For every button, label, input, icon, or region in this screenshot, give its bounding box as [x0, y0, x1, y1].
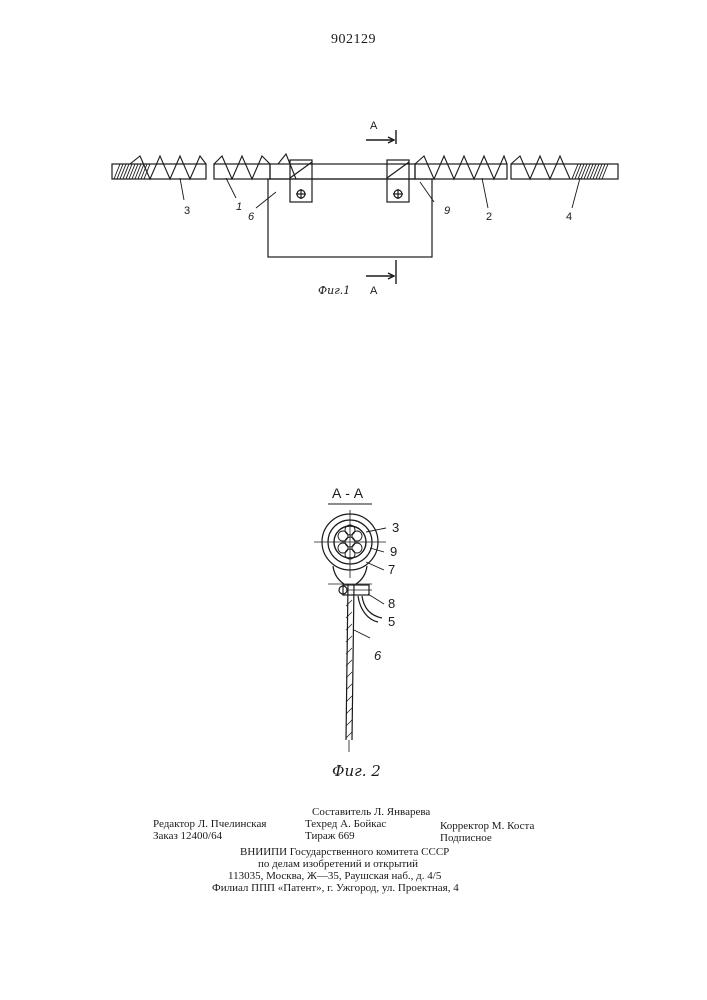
- callout-1-fig1: 1: [236, 201, 242, 213]
- callout-6-fig2: 6: [374, 648, 382, 663]
- conductor-cross-section: [314, 510, 386, 584]
- figure-1-drawing: А А 3 1 6 9 2 4 Фиг.1: [0, 110, 707, 410]
- patent-number: 902129: [0, 32, 707, 48]
- plate-section: [346, 584, 354, 752]
- leaders-fig2: [354, 528, 386, 638]
- imprint-org-line4: Филиал ППП «Патент», г. Ужгород, ул. Про…: [212, 882, 459, 895]
- callout-9-fig1: 9: [444, 205, 450, 217]
- bolt: [328, 584, 372, 595]
- section-marker-top: А: [370, 120, 378, 132]
- callout-3-fig2: 3: [392, 520, 399, 535]
- right-clamp: [387, 160, 409, 202]
- imprint-circulation: Тираж 669: [305, 830, 355, 843]
- callout-5-fig2: 5: [388, 614, 395, 629]
- callout-8-fig2: 8: [388, 596, 395, 611]
- callout-3-fig1: 3: [184, 205, 190, 217]
- helical-wrap: [130, 154, 570, 179]
- section-title-a-a: А - А: [332, 485, 364, 501]
- section-marker-bottom: А: [370, 285, 378, 297]
- callout-9-fig2: 9: [390, 544, 397, 559]
- figure-2-drawing: А - А: [0, 470, 707, 790]
- wire-5: [358, 596, 378, 622]
- left-clamp: [290, 160, 312, 202]
- callout-6-fig1: 6: [248, 211, 255, 223]
- callout-2-fig1: 2: [486, 211, 492, 223]
- figure-2-caption: Фиг. 2: [332, 762, 381, 780]
- hatched-end-right: [572, 164, 608, 179]
- callout-4-fig1: 4: [566, 211, 572, 223]
- wire-left-middle: [214, 164, 270, 179]
- figure-1-caption: Фиг.1: [318, 284, 350, 297]
- plate: [268, 179, 432, 257]
- callout-7-fig2: 7: [388, 562, 395, 577]
- wire-segments: [112, 164, 618, 179]
- imprint-subscription: Подписное: [440, 832, 492, 845]
- imprint-order: Заказ 12400/64: [153, 830, 222, 843]
- section-line-a: [366, 130, 396, 284]
